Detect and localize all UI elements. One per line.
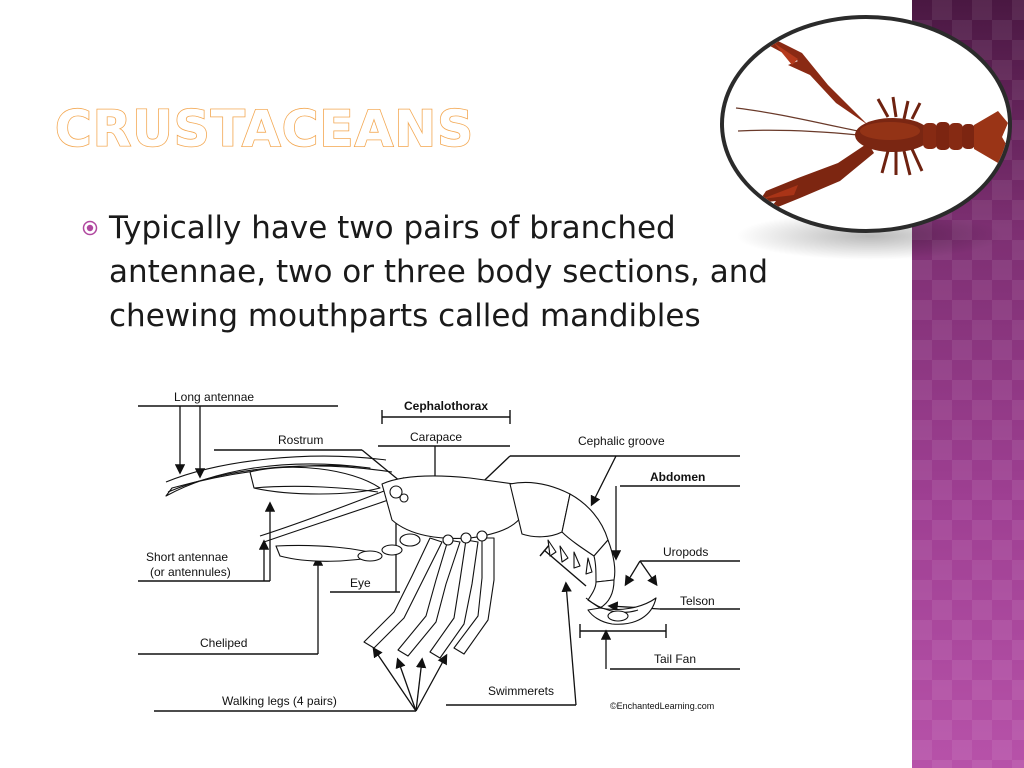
- label-eye: Eye: [350, 576, 371, 590]
- label-short-antennae: Short antennae: [146, 550, 228, 564]
- label-tail-fan: Tail Fan: [654, 652, 696, 666]
- diagram-svg: Long antennae Cephalothorax Carapace Ros…: [138, 390, 740, 712]
- label-cephalic-groove: Cephalic groove: [578, 434, 665, 448]
- label-cephalothorax: Cephalothorax: [404, 399, 488, 413]
- label-uropods: Uropods: [663, 545, 708, 559]
- label-abdomen: Abdomen: [650, 470, 705, 484]
- bullet-circle-icon: [82, 220, 98, 236]
- crayfish-photo: [720, 15, 1012, 233]
- label-walking-legs: Walking legs (4 pairs): [222, 694, 337, 708]
- label-swimmerets: Swimmerets: [488, 684, 554, 698]
- label-long-antennae: Long antennae: [174, 390, 254, 404]
- bullet-text: Typically have two pairs of branched ant…: [109, 210, 769, 334]
- slide-title: Crustaceans: [54, 99, 475, 159]
- label-antennules: (or antennules): [150, 565, 231, 579]
- crayfish-anatomy-diagram: Long antennae Cephalothorax Carapace Ros…: [130, 380, 750, 720]
- label-rostrum: Rostrum: [278, 433, 323, 447]
- label-carapace: Carapace: [410, 430, 462, 444]
- label-telson: Telson: [680, 594, 715, 608]
- label-cheliped: Cheliped: [200, 636, 247, 650]
- diagram-credit: ©EnchantedLearning.com: [610, 701, 714, 711]
